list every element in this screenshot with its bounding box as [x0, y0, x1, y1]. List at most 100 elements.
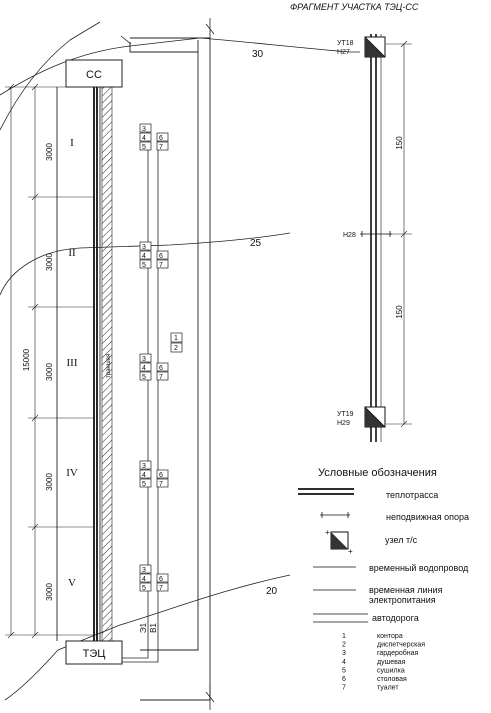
contour-label: 25: [250, 238, 262, 249]
svg-text:3: 3: [142, 356, 146, 363]
svg-text:+: +: [348, 547, 353, 556]
numbered-legend-number: 6: [342, 676, 346, 683]
svg-text:6: 6: [159, 472, 163, 479]
legend-symbol-road: [313, 613, 368, 623]
section-label: I: [70, 137, 74, 149]
svg-text:+: +: [325, 528, 330, 537]
legend-title: Условные обозначения: [318, 467, 437, 479]
section-length: 3000: [45, 143, 54, 161]
fragment-span: 150: [395, 136, 404, 150]
legend-symbol-heating: [298, 488, 354, 495]
section-label: III: [67, 357, 78, 369]
svg-text:7: 7: [159, 374, 163, 381]
section-length: 3000: [45, 473, 54, 491]
legend-label: теплотрасса: [386, 490, 438, 500]
contour-label: 20: [266, 586, 278, 597]
utility-label-power: Э1: [139, 622, 148, 633]
svg-text:6: 6: [159, 253, 163, 260]
numbered-legend-label: столовая: [377, 676, 407, 683]
numbered-legend-label: сушилка: [377, 667, 405, 674]
building-cc: [65, 59, 123, 88]
node-label: УТ18: [337, 40, 354, 47]
node-label: Н29: [337, 420, 350, 427]
facility-group: 3 4 5 6 7: [139, 460, 169, 488]
svg-text:5: 5: [142, 585, 146, 592]
legend-label-power: временная линия: [369, 585, 443, 595]
svg-text:5: 5: [142, 374, 146, 381]
section-length: 3000: [45, 253, 54, 271]
svg-text:4: 4: [142, 365, 146, 372]
dimension-chain: [5, 83, 95, 639]
office-group: 1 2: [170, 332, 183, 353]
section-length: 3000: [45, 583, 54, 601]
node-label: Н28: [343, 232, 356, 239]
numbered-legend-number: 4: [342, 659, 346, 666]
svg-text:4: 4: [142, 576, 146, 583]
svg-text:7: 7: [159, 585, 163, 592]
fragment-title: ФРАГМЕНТ УЧАСТКА ТЭЦ-СС: [290, 2, 419, 12]
fragment-node-top: [364, 36, 386, 58]
legend-label: неподвижная опора: [386, 512, 469, 522]
section-label: V: [68, 577, 76, 589]
numbered-legend-label: гардеробная: [377, 649, 419, 657]
svg-text:3: 3: [142, 463, 146, 470]
legend-label-power-cont: электропитания: [369, 595, 436, 605]
section-length: 3000: [45, 363, 54, 381]
road-break-marks: [120, 18, 215, 710]
svg-text:4: 4: [142, 253, 146, 260]
total-length: 15000: [22, 348, 31, 371]
building-tec-label: ТЭЦ: [83, 648, 106, 660]
facility-group: 3 4 5 6 7: [139, 241, 169, 269]
svg-text:7: 7: [159, 144, 163, 151]
svg-text:6: 6: [159, 576, 163, 583]
svg-text:3: 3: [142, 126, 146, 133]
contour-line-30: [0, 37, 360, 96]
numbered-legend-label: контора: [377, 633, 403, 640]
node-label: УТ19: [337, 411, 354, 418]
svg-text:3: 3: [142, 567, 146, 574]
svg-text:4: 4: [142, 472, 146, 479]
legend-label: узел т/с: [385, 535, 418, 545]
slope-boundary: [0, 21, 101, 131]
node-label: Н27: [337, 49, 350, 56]
section-label: II: [68, 247, 76, 259]
legend-symbol-support: [320, 512, 350, 518]
svg-text:7: 7: [159, 262, 163, 269]
svg-text:5: 5: [142, 262, 146, 269]
contour-line-25: [0, 232, 291, 296]
building-cc-label: СС: [86, 69, 102, 81]
numbered-legend-number: 7: [342, 685, 346, 692]
numbered-legend-label: душевая: [377, 659, 406, 666]
numbered-legend-number: 1: [342, 633, 346, 640]
legend-symbol-node: + +: [325, 528, 353, 556]
trench-hatch: [101, 86, 113, 642]
svg-text:5: 5: [142, 481, 146, 488]
facility-group: 3 4 5 6 7: [139, 564, 169, 592]
legend-label: временная линия электропитания: [369, 585, 445, 605]
svg-text:7: 7: [159, 481, 163, 488]
facility-group: 3 4 5 6 7: [139, 123, 169, 151]
fragment-dimension: [386, 40, 412, 428]
svg-text:6: 6: [159, 135, 163, 142]
fragment-heating-line: [370, 34, 382, 442]
section-label: IV: [66, 467, 78, 479]
numbered-legend-number: 5: [342, 667, 346, 674]
legend-label: временный водопровод: [369, 563, 469, 573]
access-road: [129, 37, 211, 701]
svg-text:6: 6: [159, 365, 163, 372]
legend-label: автодорога: [372, 613, 419, 623]
contour-line-20: [4, 574, 291, 701]
fragment-node-bottom: [364, 406, 386, 428]
facility-group: 3 4 5 6 7: [139, 353, 169, 381]
svg-text:5: 5: [142, 144, 146, 151]
contour-label: 30: [252, 49, 264, 60]
numbered-legend-label: туалет: [377, 685, 399, 692]
numbered-legend-label: диспетчерская: [377, 642, 425, 649]
fragment-span: 150: [395, 305, 404, 319]
utility-label-water: В1: [149, 623, 158, 633]
numbered-legend-number: 2: [342, 642, 346, 649]
svg-text:3: 3: [142, 244, 146, 251]
svg-text:1: 1: [174, 335, 178, 342]
